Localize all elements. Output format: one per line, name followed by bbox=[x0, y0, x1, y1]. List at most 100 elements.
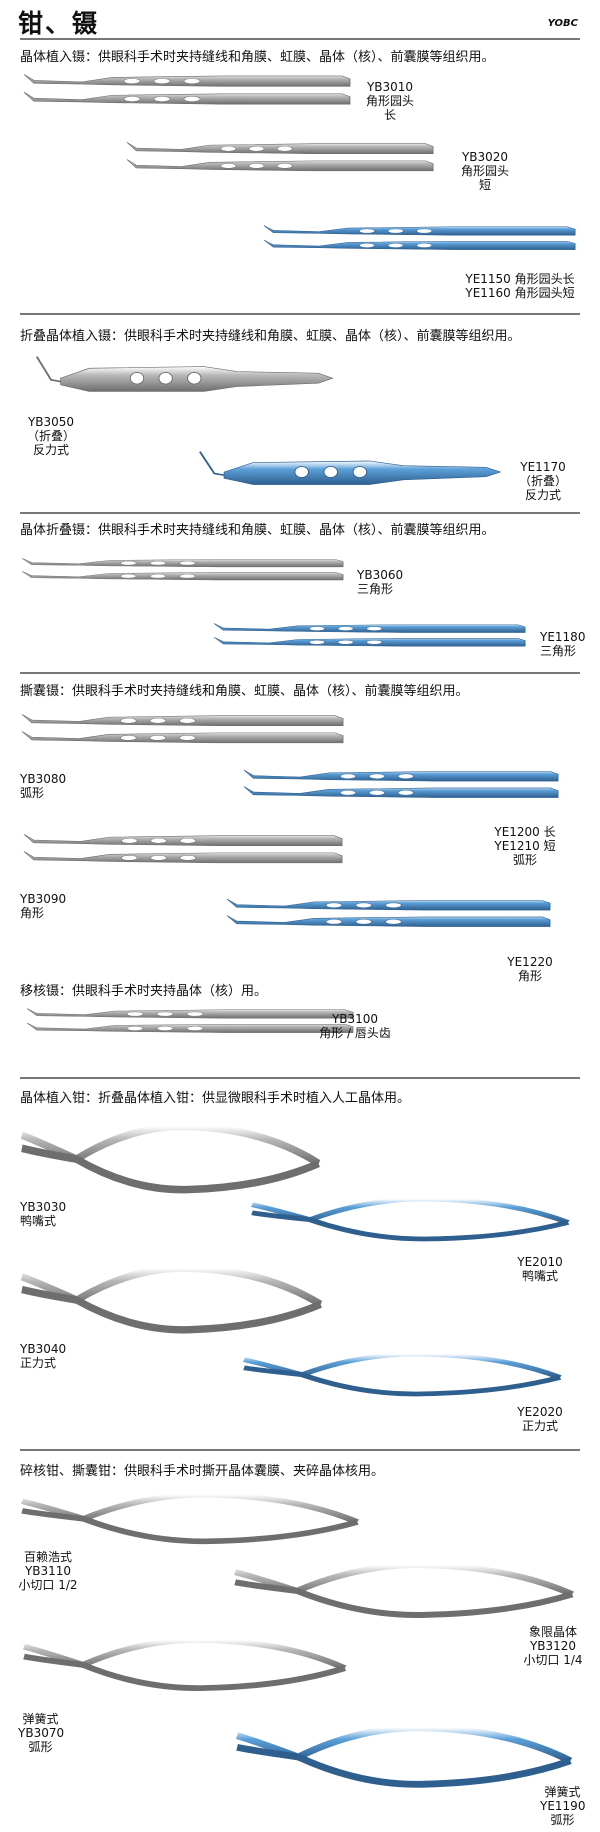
section-heading-nucleus-cracking-pliers: 碎核钳、撕囊钳：供眼科手术时撕开晶体囊膜、夹碎晶体核用。 bbox=[20, 1464, 385, 1479]
instrument-image-yb3010 bbox=[22, 70, 352, 122]
label-line: YE2020 bbox=[517, 1405, 563, 1419]
label-line: YB3010 bbox=[366, 80, 414, 94]
label-line: 角形园头 bbox=[365, 94, 414, 108]
instrument-image-ye1220 bbox=[225, 895, 552, 943]
instrument-drawing bbox=[20, 1491, 360, 1545]
instrument-image-ye1170 bbox=[195, 450, 515, 505]
instrument-image-yb3120 bbox=[233, 1560, 585, 1620]
label-line: 百赖浩式 bbox=[23, 1550, 72, 1564]
instrument-drawing bbox=[242, 1351, 562, 1397]
instrument-image-yb3080 bbox=[20, 710, 345, 760]
instrument-image-yb3040 bbox=[20, 1262, 332, 1336]
label-line: YB3110 bbox=[24, 1564, 72, 1578]
instrument-drawing bbox=[20, 1264, 323, 1334]
instrument-image-ye1150 bbox=[262, 222, 577, 264]
product-label-ye1170: YE1170（折叠）反力式 bbox=[518, 460, 568, 502]
instrument-image-yb3100 bbox=[25, 1005, 355, 1047]
instrument-image-ye1200 bbox=[242, 766, 560, 814]
section-heading-lens-folding-forceps: 晶体折叠镊：供眼科手术时夹持缝线和角膜、虹膜、晶体（核）、前囊膜等组织用。 bbox=[20, 523, 495, 538]
instrument-drawing bbox=[21, 714, 344, 744]
divider bbox=[20, 672, 580, 674]
label-line: 反力式 bbox=[524, 488, 561, 502]
label-line: YE1160 角形园头短 bbox=[465, 286, 575, 300]
instrument-drawing bbox=[250, 1196, 570, 1242]
label-line: YE1170 bbox=[520, 460, 566, 474]
instrument-image-ye1190 bbox=[235, 1722, 583, 1790]
instrument-drawing bbox=[198, 451, 502, 485]
instrument-drawing bbox=[126, 142, 434, 172]
instrument-drawing bbox=[23, 74, 351, 105]
label-line: 鸭嘴式 bbox=[521, 1269, 558, 1283]
label-line: YB3070 bbox=[18, 1726, 65, 1740]
label-line: YB3040 bbox=[20, 1342, 67, 1356]
label-line: 弧形 bbox=[512, 853, 537, 867]
section-heading-lens-implant-pliers: 晶体植入钳：折叠晶体植入钳：供显微眼科手术时植入人工晶体用。 bbox=[20, 1091, 411, 1106]
section-heading-nucleus-moving-forceps: 移核镊：供眼科手术时夹持晶体（核）用。 bbox=[20, 984, 268, 999]
label-line: 角形 bbox=[20, 906, 45, 920]
instrument-image-yb3060 bbox=[20, 555, 345, 593]
instrument-image-ye2010 bbox=[250, 1195, 580, 1243]
instrument-image-yb3020 bbox=[125, 138, 435, 188]
label-line: YB3020 bbox=[461, 150, 509, 164]
section-heading-lens-implant-forceps: 晶体植入镊：供眼科手术时夹持缝线和角膜、虹膜、晶体（核）、前囊膜等组织用。 bbox=[20, 50, 495, 65]
divider bbox=[20, 1449, 580, 1451]
label-line: 角形 / 唇头齿 bbox=[319, 1026, 391, 1040]
page-title: 钳、镊 bbox=[18, 9, 100, 38]
label-line: （折叠） bbox=[518, 474, 567, 488]
divider bbox=[20, 313, 580, 315]
label-line: YE2010 bbox=[517, 1255, 563, 1269]
instrument-drawing bbox=[22, 1637, 347, 1692]
instrument-image-ye2020 bbox=[242, 1350, 572, 1398]
label-line: YB3100 bbox=[331, 1012, 379, 1026]
label-line: YB3090 bbox=[20, 892, 67, 906]
label-line: YB3050 bbox=[27, 415, 75, 429]
label-line: 弧形 bbox=[20, 786, 45, 800]
instrument-image-ye1180 bbox=[212, 620, 527, 660]
label-line: YE1150 角形园头长 bbox=[465, 272, 575, 286]
label-line: YE1200 长 bbox=[494, 825, 556, 839]
label-line: YE1180 bbox=[540, 630, 586, 644]
label-line: 反力式 bbox=[32, 443, 69, 457]
label-line: 小切口 1/4 bbox=[523, 1653, 583, 1667]
instrument-drawing bbox=[35, 356, 334, 392]
section-heading-capsulorhexis-forceps: 撕囊镊：供眼科手术时夹持缝线和角膜、虹膜、晶体（核）、前囊膜等组织用。 bbox=[20, 684, 469, 699]
section-heading-foldable-lens-forceps: 折叠晶体植入镊：供眼科手术时夹持缝线和角膜、虹膜、晶体（核）、前囊膜等组织用。 bbox=[20, 329, 521, 344]
label-line: 弹簧式 bbox=[544, 1785, 581, 1799]
label-line: 正力式 bbox=[521, 1419, 558, 1433]
label-line: 角形园头 bbox=[460, 164, 509, 178]
brand-logo: YOBC bbox=[547, 18, 578, 29]
label-line: 象限晶体 bbox=[528, 1625, 577, 1639]
instrument-drawing bbox=[20, 1122, 321, 1194]
label-line: 短 bbox=[478, 178, 491, 192]
label-line: 三角形 bbox=[540, 644, 577, 658]
label-line: 长 bbox=[383, 108, 396, 122]
product-label-yb3050: YB3050（折叠）反力式 bbox=[26, 415, 76, 457]
label-line: YB3030 bbox=[20, 1200, 67, 1214]
instrument-drawing bbox=[213, 623, 526, 647]
label-line: （折叠） bbox=[26, 429, 75, 443]
instrument-image-yb3070 bbox=[22, 1635, 357, 1693]
instrument-drawing bbox=[26, 1008, 354, 1033]
label-line: YB3060 bbox=[357, 568, 404, 582]
divider bbox=[20, 1077, 580, 1079]
instrument-drawing bbox=[226, 898, 551, 927]
label-line: 三角形 bbox=[357, 582, 394, 596]
instrument-drawing bbox=[233, 1562, 575, 1618]
instrument-image-yb3030 bbox=[20, 1120, 330, 1196]
label-line: YE1210 短 bbox=[494, 839, 556, 853]
instrument-drawing bbox=[23, 834, 343, 864]
instrument-drawing bbox=[263, 225, 576, 250]
